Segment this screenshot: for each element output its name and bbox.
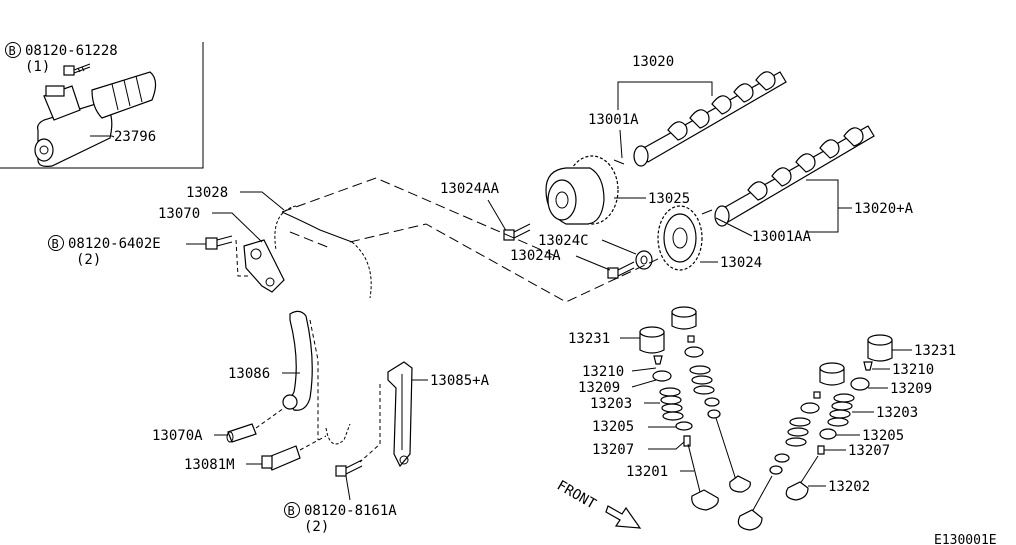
callout-retainer-left: 13209 <box>578 380 620 396</box>
callout-washer: 13024C <box>538 233 589 249</box>
callout-bolt-tensioner: 08120-6402E <box>68 236 161 252</box>
solenoid-inset: B 08120-61228 (1) 23796 <box>0 42 204 169</box>
callout-bolt-solenoid: 08120-61228 <box>25 43 118 59</box>
camshaft-exhaust-icon <box>701 125 875 227</box>
valve-spring-right-icon <box>827 393 855 427</box>
callout-chain: 13028 <box>186 185 228 201</box>
solenoid-bolt-icon <box>63 63 91 76</box>
timing-chain-icon <box>274 205 372 445</box>
pin-m-icon <box>261 445 301 471</box>
exhaust-valve-icon <box>785 455 819 501</box>
callout-seat-left: 13205 <box>592 419 634 435</box>
intake-valve-upper-icon <box>671 306 751 493</box>
callout-camshaft-pin: 13001A <box>588 112 639 128</box>
cam-sprocket-vtc-icon <box>545 155 619 225</box>
chain-path <box>281 177 661 303</box>
bolt-symbol-icon: B <box>48 235 64 251</box>
callout-retainer-right: 13209 <box>890 381 932 397</box>
camshafts: 13020 13001A 13020+A <box>588 54 914 245</box>
callout-camshaft-pin-2: 13001AA <box>752 229 812 245</box>
bolt-symbol-icon: B <box>284 502 300 518</box>
valve-spring-left-icon <box>659 387 684 421</box>
callout-intake-valve: 13201 <box>626 464 668 480</box>
callout-spring-left: 13203 <box>590 396 632 412</box>
callout-slack-guide: 13086 <box>228 366 270 382</box>
callout-bolt-solenoid-qty: (1) <box>25 59 50 75</box>
lifter-right-icon <box>867 334 893 362</box>
diagram-code: E130001E <box>934 533 997 545</box>
sprocket-bolt-2-icon <box>607 261 635 279</box>
callout-exhaust-valve: 13202 <box>828 479 870 495</box>
tension-guide-icon <box>387 361 413 468</box>
callout-pin-m: 13081M <box>184 457 235 473</box>
callout-seat-right: 13205 <box>862 428 904 444</box>
callout-tensioner: 13070 <box>158 206 200 222</box>
callout-lifter-right: 13231 <box>914 343 956 359</box>
callout-solenoid: 23796 <box>114 129 156 145</box>
sprocket-bolt-icon <box>503 223 531 241</box>
intake-valve-icon <box>687 443 719 511</box>
solenoid-valve-icon <box>34 71 157 167</box>
callout-camshaft-2: 13020+A <box>854 201 914 217</box>
callout-cam-sprocket-vtc: 13025 <box>648 191 690 207</box>
valve-train-left: 13231 13210 13209 13203 13205 13207 1320… <box>568 306 751 511</box>
front-label: FRONT <box>554 478 599 513</box>
callout-bolt-guide: 08120-8161A <box>304 503 397 519</box>
callout-collet-right: 13210 <box>892 362 934 378</box>
guide-bolt-icon <box>335 459 363 477</box>
callout-cam-sprocket: 13024 <box>720 255 762 271</box>
exhaust-valve-upper-icon <box>737 362 845 531</box>
callout-seal-left: 13207 <box>592 442 634 458</box>
pin-a-icon <box>226 423 257 443</box>
washer-icon <box>635 250 653 270</box>
svg-text:B: B <box>288 504 295 518</box>
callout-bolt-tensioner-qty: (2) <box>76 252 101 268</box>
sprockets: 13025 13024AA 13024 13024C 1 <box>440 155 762 279</box>
camshaft-intake-icon <box>613 71 787 167</box>
callout-seal-right: 13207 <box>848 443 890 459</box>
callout-lifter-left: 13231 <box>568 331 610 347</box>
callout-sprocket-bolt: 13024AA <box>440 181 500 197</box>
front-arrow-icon: FRONT <box>554 478 642 529</box>
svg-text:B: B <box>9 44 16 58</box>
callout-camshaft: 13020 <box>632 54 674 70</box>
callout-sprocket-bolt-2: 13024A <box>510 248 561 264</box>
callout-spring-right: 13203 <box>876 405 918 421</box>
slack-guide-icon <box>282 310 313 411</box>
cam-sprocket-icon <box>657 205 703 271</box>
valve-train-right: 13231 13210 13209 13203 13205 13207 1320… <box>737 334 956 531</box>
callout-bolt-guide-qty: (2) <box>304 519 329 535</box>
callout-tension-guide: 13085+A <box>430 373 490 389</box>
tensioner-bolt-icon <box>205 235 233 250</box>
chain-tensioner-icon <box>243 239 285 293</box>
callout-pin-a: 13070A <box>152 428 203 444</box>
svg-text:B: B <box>52 237 59 251</box>
lifter-left-icon <box>639 326 665 354</box>
bolt-symbol-icon: B <box>5 42 21 58</box>
callout-collet-left: 13210 <box>582 364 624 380</box>
